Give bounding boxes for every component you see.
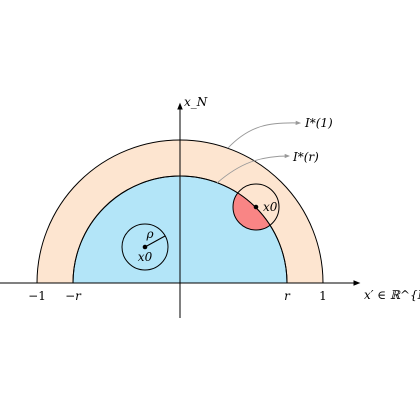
left-center-point (142, 244, 148, 250)
right-center-label: x0 (263, 200, 278, 214)
tick-label-one: 1 (319, 289, 327, 303)
vertical-axis-label: x_N (184, 95, 208, 109)
radius-label: ρ (145, 227, 153, 241)
right-small-circle (232, 183, 280, 231)
outer-region-label: I*(1) (304, 116, 333, 130)
horizontal-axis-label: x′ ∈ ℝ^{N−1} (364, 288, 420, 302)
outer-label-arrow (227, 120, 302, 149)
radius-segment (144, 235, 166, 248)
tick-label-r: r (284, 289, 291, 303)
inner-region-label: I*(r) (292, 150, 319, 164)
right-center-point (253, 204, 259, 210)
tick-label-neg-r: −r (65, 289, 82, 303)
left-small-circle (121, 223, 169, 271)
inner-label-arrow (216, 153, 291, 184)
left-center-label: x0 (138, 250, 153, 264)
tick-label-neg-one: −1 (28, 289, 46, 303)
